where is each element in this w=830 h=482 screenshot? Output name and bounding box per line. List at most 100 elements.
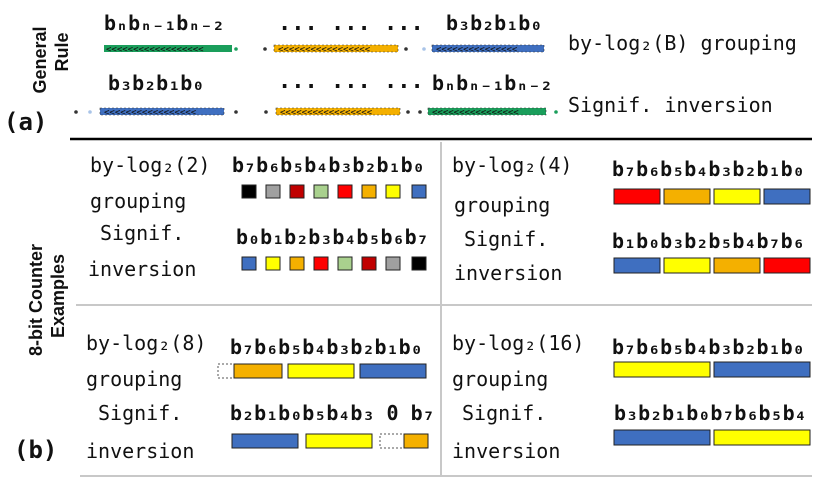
side-label-examples: Examples: [48, 254, 68, 338]
q2-inversion-word: inversion: [454, 261, 562, 285]
panel-a-tag: (a): [4, 108, 47, 136]
q3-bottom-bits: b₂b₁b₀b₅b₄b₃ 0 b₇: [230, 401, 435, 425]
q1-box-4: [313, 184, 329, 199]
side-label-rule: Rule: [52, 32, 72, 71]
q3-box-2: [287, 363, 355, 379]
q4-box-1: [613, 361, 711, 378]
rule2-orange-chevrons: <<<<<<<<<<<<<<<<<: [280, 108, 373, 118]
rule2-label: Signif. inversion: [568, 93, 773, 117]
q4-signif-word: Signif.: [462, 401, 546, 425]
rule1-dot-3: [404, 47, 408, 51]
q3-grouping-word: grouping: [86, 367, 182, 391]
rule1-label: by-log₂(B) grouping: [568, 31, 797, 55]
q1-signif-word: Signif.: [100, 221, 184, 245]
q1-box-1: [241, 184, 257, 199]
q1-bottom-bits: b₀b₁b₂b₃b₄b₅b₆b₇: [236, 225, 429, 249]
q4-inv-box-1: [613, 429, 711, 446]
side-label-general: General: [30, 26, 50, 93]
q1-grouping-word: grouping: [90, 189, 186, 213]
rule1-dot-4: [422, 47, 426, 51]
q4-inversion-word: inversion: [452, 439, 560, 463]
q3-inversion-word: inversion: [86, 439, 194, 463]
rule1-blue-segment: <<<<<<<<<<<<<<<: [431, 44, 545, 55]
rule2-dot-3: [264, 110, 268, 114]
q1-inv-box-6: [361, 256, 377, 271]
rule2-dot-5: [418, 110, 422, 114]
q2-top-boxes: [613, 188, 811, 205]
q1-box-5: [337, 184, 353, 199]
rule2-dot-4: [406, 110, 410, 114]
rule1-dot-1: [234, 47, 238, 51]
q1-box-3: [289, 184, 305, 199]
rule2-blue-segment: <<<<<<<<<<<<<<<<<: [99, 107, 225, 118]
q4-bottom-bits: b₃b₂b₁b₀b₇b₆b₅b₄: [614, 401, 807, 425]
q3-inv-box-3: [403, 433, 429, 449]
rule2-dot-0: [74, 110, 78, 114]
panel-b-tag: (b): [14, 436, 57, 464]
rule1-green-segment: <<<<<<<<<<<<<<<<<<: [104, 45, 232, 55]
q3-signif-word: Signif.: [98, 401, 182, 425]
q2-box-3: [713, 188, 761, 205]
q2-title: by-log₂(4): [452, 153, 572, 177]
q3-box-empty: [217, 363, 235, 379]
q1-inv-box-5: [337, 256, 353, 271]
q3-bottom-boxes: [231, 433, 429, 449]
q1-box-6: [361, 184, 377, 199]
q2-box-2: [663, 188, 711, 205]
q2-inv-box-2: [663, 257, 711, 274]
q4-top-boxes: [613, 361, 811, 378]
rule2-green-segment: <<<<<<<<<<<<<<<<: [427, 107, 547, 118]
q3-box-3: [359, 363, 427, 379]
q1-top-bits: b₇b₆b₅b₄b₃b₂b₁b₀: [232, 153, 425, 177]
rule2-blue-chevrons: <<<<<<<<<<<<<<<<<: [104, 108, 197, 118]
q1-inv-box-3: [289, 256, 305, 271]
rule2-dot-2: [234, 110, 238, 114]
q3-inv-box-1: [231, 433, 299, 449]
q3-top-boxes: [217, 363, 427, 379]
q1-top-boxes: [241, 184, 427, 199]
q4-bottom-boxes: [613, 429, 811, 446]
q2-inv-box-1: [613, 257, 661, 274]
side-label-counter: 8-bit Counter: [26, 244, 46, 356]
q1-box-8: [411, 184, 427, 199]
rule1-green-chevrons: <<<<<<<<<<<<<<<<<<: [106, 45, 204, 55]
q2-box-4: [763, 188, 811, 205]
rule1-orange-chevrons: <<<<<<<<<<<<<<<<<: [278, 45, 371, 55]
q1-box-2: [265, 184, 281, 199]
q2-top-bits: b₇b₆b₅b₄b₃b₂b₁b₀: [612, 157, 805, 181]
q2-signif-word: Signif.: [464, 227, 548, 251]
q3-inv-box-2: [305, 433, 373, 449]
rule2-dot-1: [88, 110, 92, 114]
rule1-dot-2: [263, 47, 267, 51]
q4-inv-box-2: [713, 429, 811, 446]
rule1-dots: ... ... ...: [278, 11, 424, 36]
q1-inv-box-2: [265, 256, 281, 271]
q3-title: by-log₂(8): [86, 331, 206, 355]
q2-bottom-boxes: [613, 257, 811, 274]
q3-top-bits: b₇b₆b₅b₄b₃b₂b₁b₀: [230, 335, 423, 359]
q4-top-bits: b₇b₆b₅b₄b₃b₂b₁b₀: [612, 335, 805, 359]
q2-box-1: [613, 188, 661, 205]
q4-grouping-word: grouping: [452, 367, 548, 391]
q2-inv-box-3: [713, 257, 761, 274]
q1-inv-box-4: [313, 256, 329, 271]
q4-box-2: [713, 361, 811, 378]
rule1-bits-left: bₙbₙ₋₁bₙ₋₂: [104, 11, 224, 35]
q2-inv-box-4: [763, 257, 811, 274]
rule2-green-chevrons: <<<<<<<<<<<<<<<<: [432, 108, 519, 118]
rule2-bits-left: b₃b₂b₁b₀: [108, 71, 204, 95]
q1-inv-box-8: [411, 256, 427, 271]
rule2-orange-segment: <<<<<<<<<<<<<<<<<: [275, 107, 401, 118]
q2-grouping-word: grouping: [454, 193, 550, 217]
q3-inv-box-empty: [379, 433, 405, 449]
rule1-orange-segment: <<<<<<<<<<<<<<<<<: [273, 44, 399, 55]
q1-box-7: [385, 184, 401, 199]
q1-inv-box-7: [385, 256, 401, 271]
rule2-bits-right: bₙbₙ₋₁bₙ₋₂: [432, 71, 552, 95]
q4-title: by-log₂(16): [452, 331, 584, 355]
rule2-dot-6: [554, 110, 558, 114]
rule1-blue-chevrons: <<<<<<<<<<<<<<<: [436, 45, 518, 55]
q1-title: by-log₂(2): [90, 153, 210, 177]
